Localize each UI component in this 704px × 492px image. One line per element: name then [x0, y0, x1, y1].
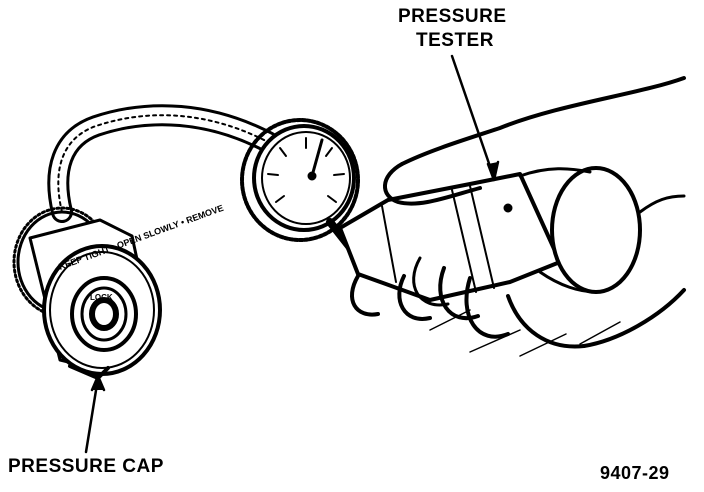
pressure-gauge [240, 118, 360, 254]
pressure-tester-label-line1: PRESSURE [398, 6, 507, 27]
leader-lines [84, 54, 500, 454]
cap-inner-text: LOCK [90, 293, 113, 302]
hand [350, 76, 686, 357]
pressure-tester-label-line2: TESTER [416, 30, 494, 51]
figure-number: 9407-29 [600, 463, 670, 483]
tester-pump [338, 166, 642, 302]
pressure-cap-label: PRESSURE CAP [8, 456, 164, 477]
hose [47, 104, 279, 223]
pressure-cap [12, 206, 162, 380]
